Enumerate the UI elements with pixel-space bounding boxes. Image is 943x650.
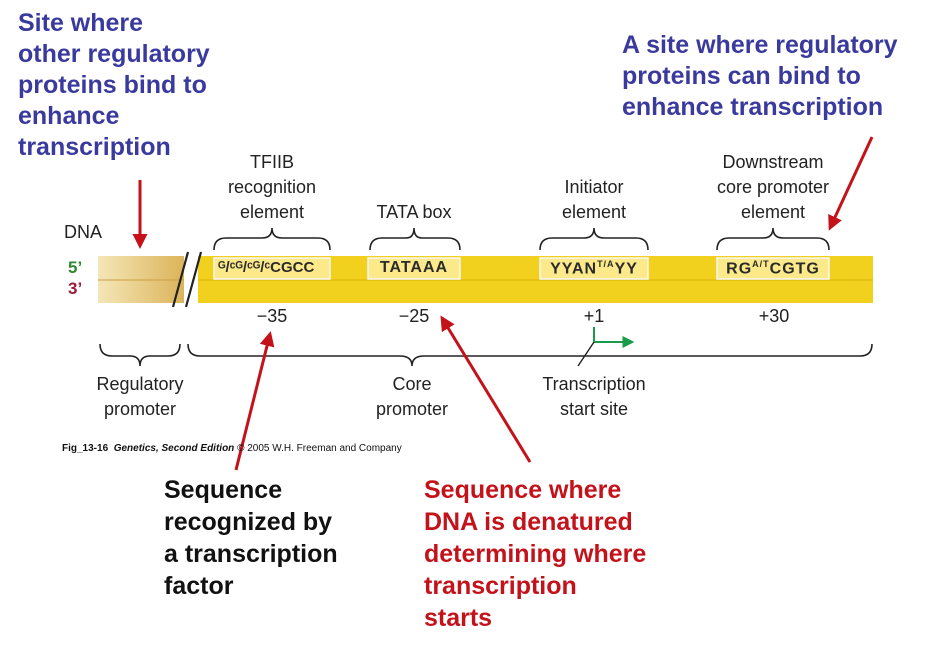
- tfiib-sequence-box: [213, 257, 331, 280]
- dna-label: DNA: [64, 222, 103, 242]
- label-line: Initiator: [564, 177, 624, 197]
- initiator-sequence-box: [539, 257, 649, 280]
- position-plus-30: +30: [758, 306, 790, 326]
- factor-annotation: Sequence recognized by a transcription f…: [164, 474, 338, 602]
- annotation-line: starts: [424, 604, 493, 632]
- downstream-brace: [716, 227, 830, 251]
- upstream-site-annotation: Site where other regulatory proteins bin…: [18, 8, 210, 163]
- label-line: TFIIB: [250, 152, 294, 172]
- five-prime-label: 5’: [68, 258, 83, 277]
- annotation-line: determining where: [424, 540, 647, 568]
- tfiib-brace: [213, 227, 331, 251]
- downstream-site-arrow: [828, 136, 874, 231]
- label-line: Transcription: [542, 374, 646, 394]
- label-line: Regulatory: [96, 374, 184, 394]
- tata-sequence: TATAAA: [379, 259, 449, 276]
- downstream-sequence-box: [716, 257, 830, 280]
- regulatory-promoter-brace: [99, 343, 181, 367]
- annotation-line: recognized by: [164, 508, 333, 536]
- core-promoter-label: Core promoter: [362, 372, 462, 422]
- downstream-sequence: RGA/TCGTG: [717, 259, 829, 278]
- initiator-sequence-superscript: T/A: [597, 259, 615, 269]
- annotation-line: a transcription: [164, 540, 338, 568]
- tfiib-sequence: ᴳ/ᶜᴳ/ᶜᴳ/ᶜCGCC: [218, 259, 315, 276]
- tfiib-element-label: TFIIB recognition element: [214, 150, 330, 225]
- annotation-line: transcription: [424, 572, 577, 600]
- initiator-brace: [539, 227, 649, 251]
- annotation-line: enhance transcription: [622, 93, 884, 121]
- label-line: element: [740, 202, 806, 222]
- initiator-element-label: Initiator element: [534, 175, 654, 225]
- caption-book: Genetics, Second Edition: [113, 443, 235, 454]
- annotation-line: enhance: [18, 102, 120, 130]
- annotation-line: transcription: [18, 133, 171, 161]
- tata-sequence-box: [367, 257, 461, 280]
- annotation-line: proteins bind to: [18, 71, 207, 99]
- start-site-pointer: [577, 341, 595, 367]
- annotation-line: A site where regulatory: [622, 31, 898, 59]
- label-line: TATA box: [376, 202, 452, 222]
- downstream-sequence-superscript: A/T: [752, 259, 770, 269]
- three-prime-label: 3’: [68, 279, 83, 298]
- caption-fig: Fig_13-16: [62, 443, 109, 454]
- position-minus-35: −35: [256, 306, 288, 326]
- position-plus-1: +1: [583, 306, 605, 326]
- transcription-start-site-label: Transcription start site: [520, 372, 668, 422]
- downstream-sequence-part: RG: [726, 260, 753, 278]
- label-line: promoter: [375, 399, 449, 419]
- position-minus-25: −25: [398, 306, 430, 326]
- caption-rest: © 2005 W.H. Freeman and Company: [237, 443, 402, 454]
- break-slash-2: [184, 251, 203, 308]
- initiator-sequence-part: YY: [614, 260, 638, 278]
- tata-brace: [369, 227, 461, 251]
- downstream-sequence-part: CGTG: [769, 260, 820, 278]
- initiator-sequence-part: YYAN: [550, 260, 598, 278]
- downstream-element-label: Downstream core promoter element: [700, 150, 846, 225]
- annotation-line: DNA is denatured: [424, 508, 633, 536]
- label-line: recognition: [227, 177, 317, 197]
- transcription-start-arrow: [593, 327, 635, 348]
- label-line: core promoter: [716, 177, 830, 197]
- downstream-site-annotation: A site where regulatory proteins can bin…: [622, 30, 898, 123]
- annotation-line: Sequence where: [424, 476, 622, 504]
- annotation-line: factor: [164, 572, 234, 600]
- tata-box-label: TATA box: [354, 200, 474, 225]
- core-promoter-brace: [187, 343, 873, 367]
- denatured-annotation: Sequence where DNA is denatured determin…: [424, 474, 646, 634]
- annotation-line: other regulatory: [18, 40, 210, 68]
- label-line: start site: [559, 399, 629, 419]
- initiator-sequence: YYANT/AYY: [540, 259, 648, 278]
- label-line: promoter: [103, 399, 177, 419]
- label-line: element: [561, 202, 627, 222]
- annotation-line: proteins can bind to: [622, 62, 861, 90]
- break-slash-1: [171, 251, 190, 308]
- label-line: Downstream: [722, 152, 824, 172]
- figure-caption: Fig_13-16 Genetics, Second Edition © 200…: [62, 443, 402, 454]
- denatured-arrow: [440, 315, 532, 463]
- factor-arrow: [234, 331, 275, 471]
- label-line: Core: [392, 374, 432, 394]
- annotation-line: Sequence: [164, 476, 283, 504]
- label-line: element: [239, 202, 305, 222]
- regulatory-promoter-label: Regulatory promoter: [72, 372, 208, 422]
- annotation-line: Site where: [18, 9, 144, 37]
- break-gap: [184, 252, 198, 307]
